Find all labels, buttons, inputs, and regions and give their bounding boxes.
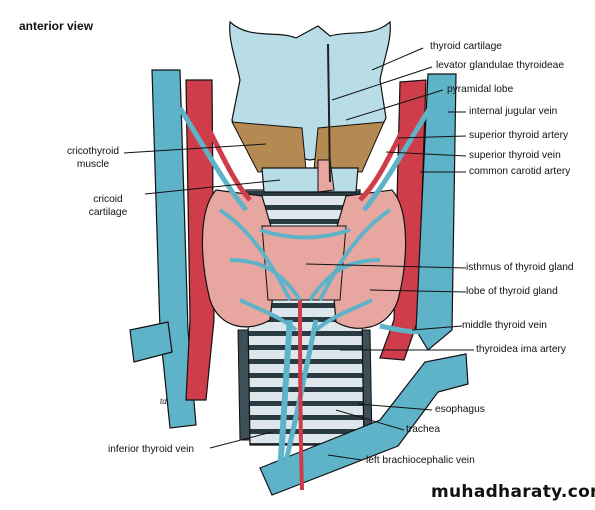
right-common-carotid-artery: [185, 79, 215, 401]
label-trachea: trachea: [406, 424, 440, 435]
superior-thyroid-artery-right: [197, 110, 252, 202]
label-superior-thyroid-artery: superior thyroid artery: [469, 130, 569, 141]
watermark-text: muhadharaty.com: [431, 482, 595, 502]
thyroid-gland-right-lobe: [201, 189, 279, 328]
label-levator-glandulae-thyroideae: levator glandulae thyroideae: [436, 60, 565, 71]
superior-thyroid-vein-left: [362, 106, 433, 212]
label-superior-thyroid-vein: superior thyroid vein: [469, 150, 561, 161]
superior-thyroid-vein-right: [177, 106, 248, 212]
artist-signature: td: [160, 397, 167, 406]
left-internal-jugular-vein: [415, 73, 457, 351]
label-inferior-thyroid-vein: inferior thyroid vein: [108, 444, 195, 455]
label-esophagus: esophagus: [435, 404, 485, 415]
label-cricothyroid-line1: cricothyroid: [66, 146, 120, 157]
label-internal-jugular-vein: internal jugular vein: [469, 106, 558, 117]
thyroidea-ima-artery-shape: [298, 299, 304, 491]
label-cricoid-line2: cartilage: [88, 207, 128, 218]
label-isthmus-of-thyroid-gland: isthmus of thyroid gland: [466, 262, 574, 273]
label-thyroid-cartilage: thyroid cartilage: [430, 41, 502, 52]
cricothyroid-muscle-left: [231, 121, 307, 173]
label-common-carotid-artery: common carotid artery: [469, 166, 571, 177]
label-left-brachiocephalic-vein: left brachiocephalic vein: [366, 455, 475, 466]
label-pyramidal-lobe: pyramidal lobe: [447, 84, 514, 95]
view-title: anterior view: [19, 19, 94, 33]
levator-glandulae-strand: [327, 43, 331, 183]
label-cricothyroid-line2: muscle: [76, 159, 110, 170]
label-cricoid-line1: cricoid: [93, 194, 123, 205]
right-subclavian-vein: [129, 321, 173, 363]
middle-thyroid-vein: [379, 323, 431, 335]
label-lobe-of-thyroid-gland: lobe of thyroid gland: [466, 286, 558, 297]
superior-thyroid-artery-left: [358, 110, 415, 202]
label-thyroidea-ima-artery: thyroidea ima artery: [476, 344, 567, 355]
leader-lines: [123, 47, 474, 461]
label-middle-thyroid-vein: middle thyroid vein: [462, 320, 547, 331]
left-brachiocephalic-vein: [259, 353, 469, 496]
inferior-thyroid-vein-shape: [277, 319, 293, 471]
